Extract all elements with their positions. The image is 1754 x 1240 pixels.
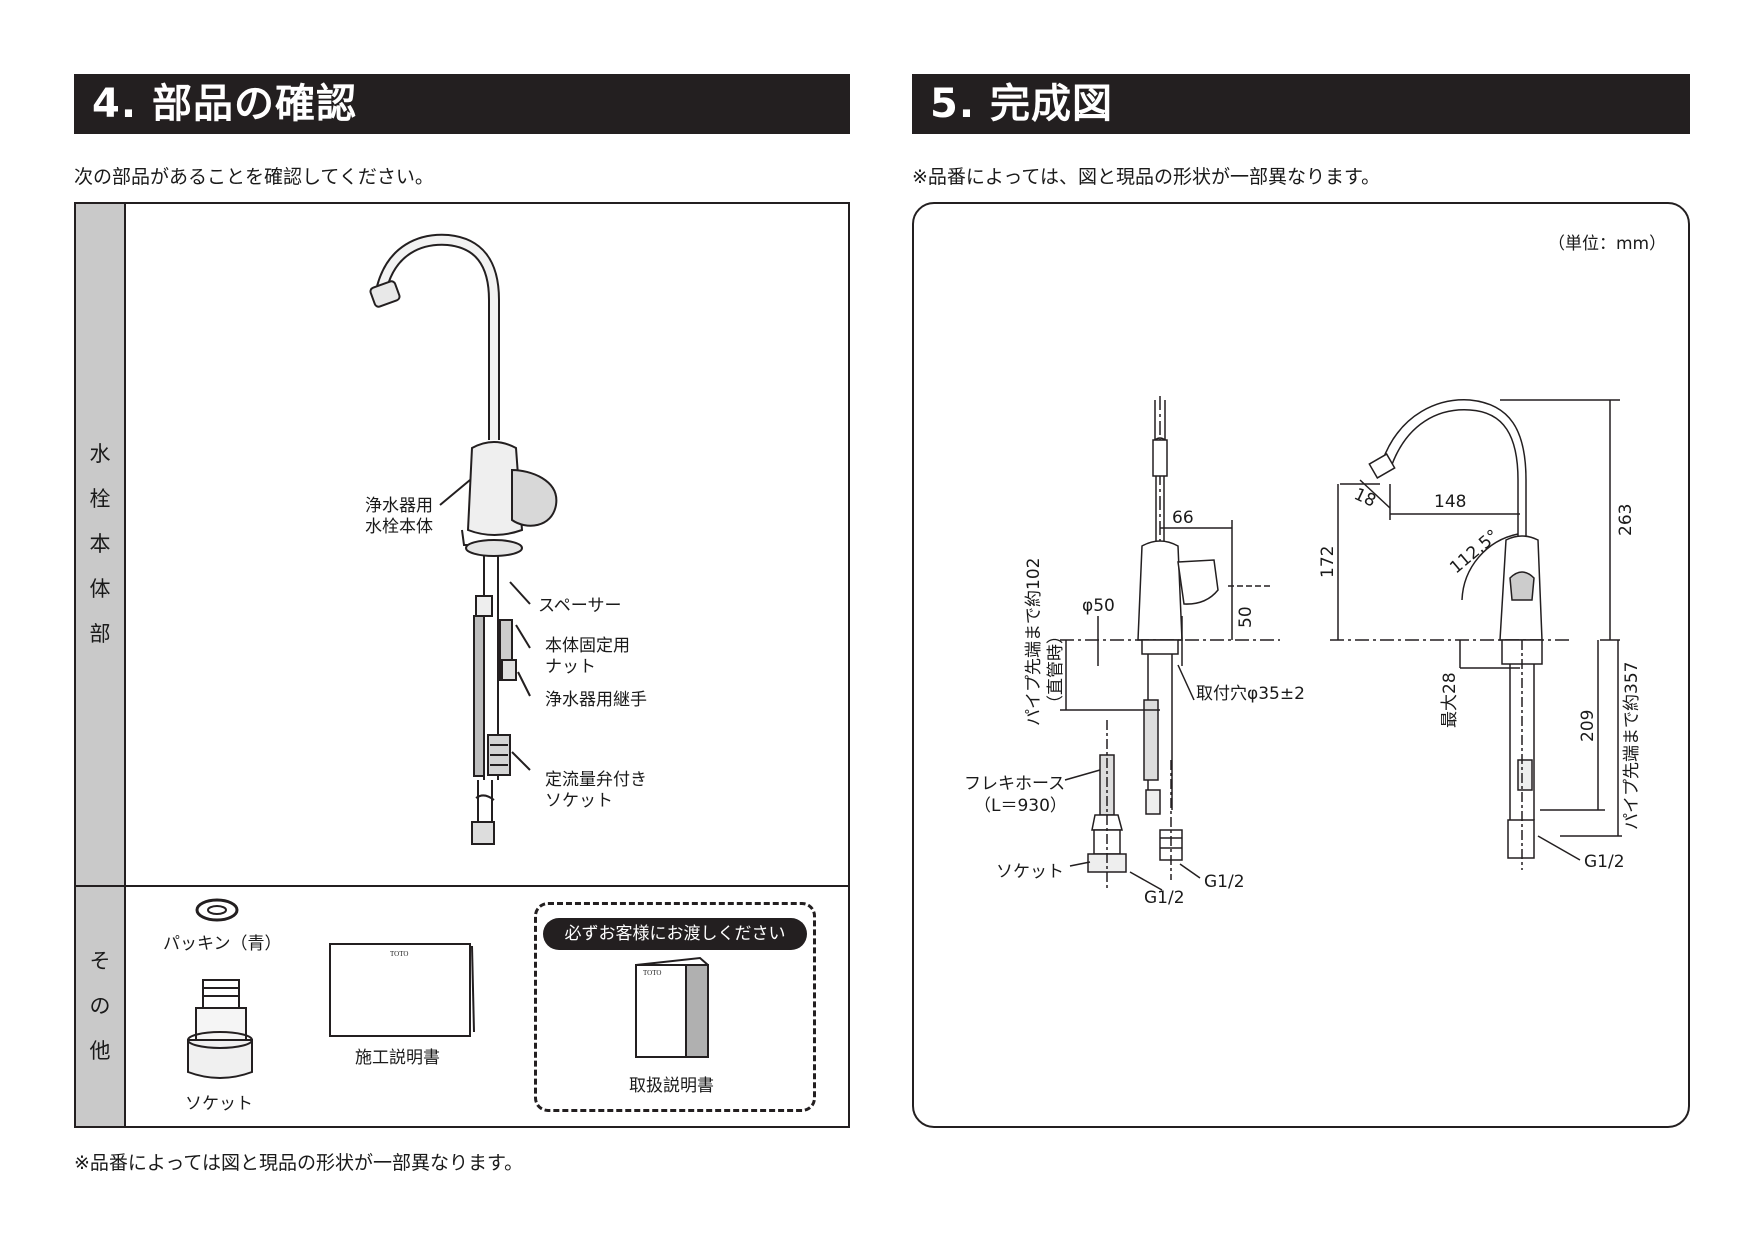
row-label-faucet-body: 水 栓 本 体 部 <box>76 204 126 885</box>
install-manual-brand: TOTO <box>390 950 409 958</box>
section-5-heading: 5. 完成図 <box>912 74 1690 134</box>
dim-172: 172 <box>1318 545 1338 578</box>
parts-table <box>74 202 850 1128</box>
row-label-char: 部 <box>89 622 111 646</box>
dim-mount-hole: 取付穴φ35±2 <box>1196 684 1305 704</box>
callout-faucet-body: 浄水器用 水栓本体 <box>365 496 433 538</box>
label-socket: ソケット <box>185 1094 253 1114</box>
callout-text: 浄水器用 <box>365 496 433 516</box>
callout-spacer: スペーサー <box>538 596 622 616</box>
row-label-char: 本 <box>89 532 111 556</box>
dim-g12-c: G1/2 <box>1584 852 1625 872</box>
dim-max28: 最大28 <box>1440 672 1460 728</box>
dim-66: 66 <box>1172 508 1194 528</box>
row-label-char: 体 <box>89 577 111 601</box>
row-label-char: 他 <box>89 1039 111 1063</box>
callout-text: 水栓本体 <box>365 517 433 537</box>
dim-g12-b: G1/2 <box>1144 888 1185 908</box>
row-label-char: 水 <box>89 442 111 466</box>
callout-fixing-nut: 本体固定用 ナット <box>545 636 630 678</box>
section-4-heading: 4. 部品の確認 <box>74 74 850 134</box>
row-label-char: の <box>89 994 111 1018</box>
dim-209: 209 <box>1578 709 1598 742</box>
callout-joint: 浄水器用継手 <box>545 690 647 710</box>
callout-socket-valve: 定流量弁付き ソケット <box>545 770 647 812</box>
dim-g12-a: G1/2 <box>1204 872 1245 892</box>
hand-over-banner: 必ずお客様にお渡しください <box>543 918 807 950</box>
parts-footnote: ※品番によっては図と現品の形状が一部異なります。 <box>74 1152 524 1174</box>
dim-straight-pipe: （直管時） <box>1046 627 1066 712</box>
unit-label: （単位：mm） <box>1548 234 1667 254</box>
label-packing: パッキン（青） <box>163 934 282 954</box>
hand-over-box <box>534 902 816 1112</box>
row-label-char: そ <box>89 949 111 973</box>
dim-pipe-tip-357: パイプ先端まで約357 <box>1622 661 1642 830</box>
row-divider <box>74 885 850 887</box>
callout-text: 定流量弁付き <box>545 770 647 790</box>
label-socket-front: ソケット <box>996 862 1064 882</box>
drawing-intro-text: ※品番によっては、図と現品の形状が一部異なります。 <box>912 166 1381 188</box>
dim-pipe-tip-102: パイプ先端まで約102 <box>1024 557 1044 726</box>
callout-text: ナット <box>545 657 596 677</box>
dim-phi50: φ50 <box>1082 596 1115 616</box>
dim-148: 148 <box>1434 492 1467 512</box>
callout-text: 本体固定用 <box>545 636 630 656</box>
parts-intro-text: 次の部品があることを確認してください。 <box>74 166 434 188</box>
row-label-other: そ の 他 <box>76 887 126 1126</box>
label-flex-hose: フレキホース <box>964 774 1066 794</box>
drawing-frame <box>912 202 1690 1128</box>
callout-text: ソケット <box>545 791 613 811</box>
row-label-char: 栓 <box>89 487 111 511</box>
dim-50: 50 <box>1236 606 1256 628</box>
label-user-manual: 取扱説明書 <box>629 1076 714 1096</box>
label-flex-length: （L＝930） <box>974 796 1067 816</box>
user-manual-brand: TOTO <box>643 969 662 977</box>
dim-263: 263 <box>1616 503 1636 536</box>
label-install-manual: 施工説明書 <box>355 1048 440 1068</box>
